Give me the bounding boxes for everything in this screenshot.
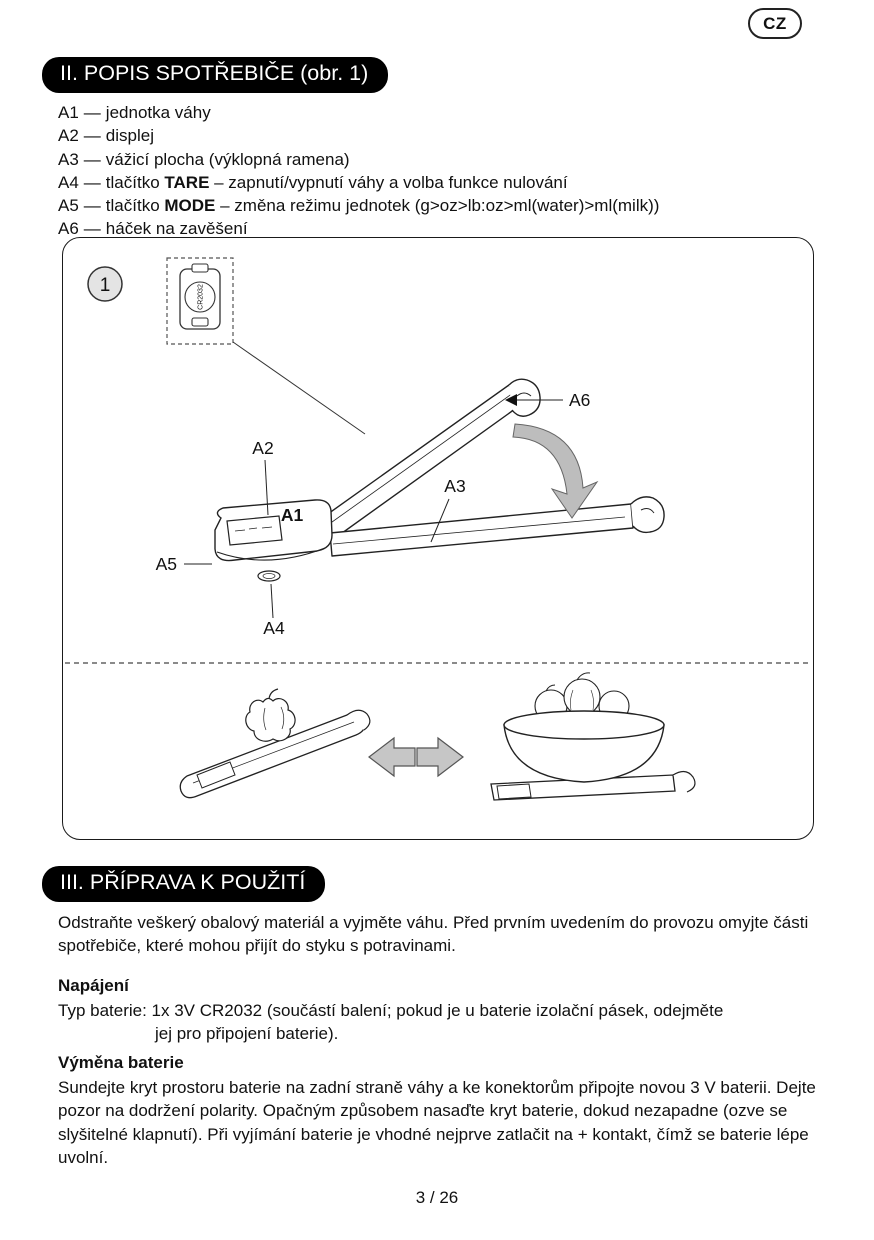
part-separator: — bbox=[83, 149, 101, 169]
scale-folded-drawing bbox=[179, 688, 371, 799]
part-separator: — bbox=[83, 219, 101, 239]
power-heading: Napájení bbox=[58, 976, 129, 995]
page-number: 3 / 26 bbox=[415, 1188, 459, 1207]
power-text-line2: jej pro připojení baterie). bbox=[155, 1024, 339, 1044]
label-a5: A5 bbox=[156, 554, 177, 574]
part-text: – změna režimu jednotek (g>oz>lb:oz>ml(w… bbox=[215, 196, 660, 216]
rotation-arrow-icon bbox=[512, 423, 599, 519]
part-separator: — bbox=[83, 172, 101, 192]
scale-with-bowl-drawing bbox=[490, 672, 696, 801]
section-description-header: II. POPIS SPOTŘEBIČE (obr. 1) bbox=[42, 57, 389, 93]
battery-inset: CR2032 bbox=[166, 257, 366, 435]
figure-number: 1 bbox=[100, 275, 111, 296]
part-text: tlačítko bbox=[105, 196, 165, 216]
part-button-name: MODE bbox=[164, 196, 216, 216]
section-description-title: II. POPIS SPOTŘEBIČE (obr. 1) bbox=[60, 61, 369, 85]
parts-item-a6: A6—háček na zavěšení bbox=[58, 217, 659, 240]
part-text: displej bbox=[105, 126, 154, 146]
part-code: A6 bbox=[58, 219, 79, 239]
figure-number-badge: 1 bbox=[87, 266, 123, 302]
parts-item-a1: A1—jednotka váhy bbox=[58, 101, 659, 124]
hanging-hook bbox=[508, 378, 541, 417]
pepper-drawing bbox=[245, 697, 296, 742]
figure-1: 1 CR2032 bbox=[62, 237, 814, 840]
parts-item-a4: A4—tlačítko TARE – zapnutí/vypnutí váhy … bbox=[58, 171, 659, 194]
scale-open-drawing bbox=[214, 378, 665, 582]
part-separator: — bbox=[83, 103, 101, 122]
label-a4: A4 bbox=[263, 618, 285, 638]
power-text: Typ baterie: 1x 3V CR2032 (součástí bale… bbox=[58, 999, 834, 1046]
part-text: tlačítko bbox=[105, 172, 165, 192]
swap-arrows-icon bbox=[368, 736, 464, 778]
part-code: A3 bbox=[58, 149, 79, 169]
power-text-line1: Typ baterie: 1x 3V CR2032 (součástí bale… bbox=[58, 1001, 724, 1020]
part-separator: — bbox=[83, 196, 101, 216]
part-code: A5 bbox=[58, 196, 79, 216]
battery-replacement-heading: Výměna baterie bbox=[58, 1053, 184, 1072]
tare-button bbox=[257, 570, 281, 582]
parts-item-a2: A2—displej bbox=[58, 124, 659, 147]
label-a6: A6 bbox=[569, 390, 590, 410]
parts-item-a5: A5—tlačítko MODE – změna režimu jednotek… bbox=[58, 194, 659, 217]
language-badge: CZ bbox=[748, 8, 802, 39]
part-text: – zapnutí/vypnutí váhy a volba funkce nu… bbox=[209, 172, 568, 192]
figure-1-drawing: 1 CR2032 bbox=[65, 257, 811, 801]
parts-item-a3: A3—vážicí plocha (výklopná ramena) bbox=[58, 148, 659, 171]
parts-list: A1—jednotka váhy A2—displej A3—vážicí pl… bbox=[58, 101, 659, 241]
bowl-drawing bbox=[503, 724, 665, 783]
preparation-intro: Odstraňte veškerý obalový materiál a vyj… bbox=[58, 913, 809, 956]
figure-callouts: A2 A3 A1 A5 A4 A6 bbox=[156, 390, 591, 638]
part-text: háček na zavěšení bbox=[105, 219, 248, 239]
part-separator: — bbox=[83, 126, 101, 146]
part-code: A2 bbox=[58, 126, 79, 146]
battery-type-label: CR2032 bbox=[198, 284, 205, 310]
section-preparation-title: III. PŘÍPRAVA K POUŽITÍ bbox=[60, 870, 306, 894]
part-code: A4 bbox=[58, 172, 79, 192]
display-panel bbox=[226, 515, 283, 546]
part-text: vážicí plocha (výklopná ramena) bbox=[105, 149, 350, 169]
label-a3: A3 bbox=[444, 476, 465, 496]
label-a2: A2 bbox=[252, 438, 273, 458]
battery-leader-line bbox=[232, 341, 366, 435]
section-preparation-header: III. PŘÍPRAVA K POUŽITÍ bbox=[42, 866, 326, 902]
label-a1: A1 bbox=[281, 505, 304, 525]
part-button-name: TARE bbox=[164, 172, 210, 192]
arrowhead-icon bbox=[505, 394, 517, 406]
part-text: jednotka váhy bbox=[105, 103, 211, 122]
battery-replacement-text: Sundejte kryt prostoru baterie na zadní … bbox=[58, 1078, 816, 1168]
part-code: A1 bbox=[58, 103, 79, 122]
